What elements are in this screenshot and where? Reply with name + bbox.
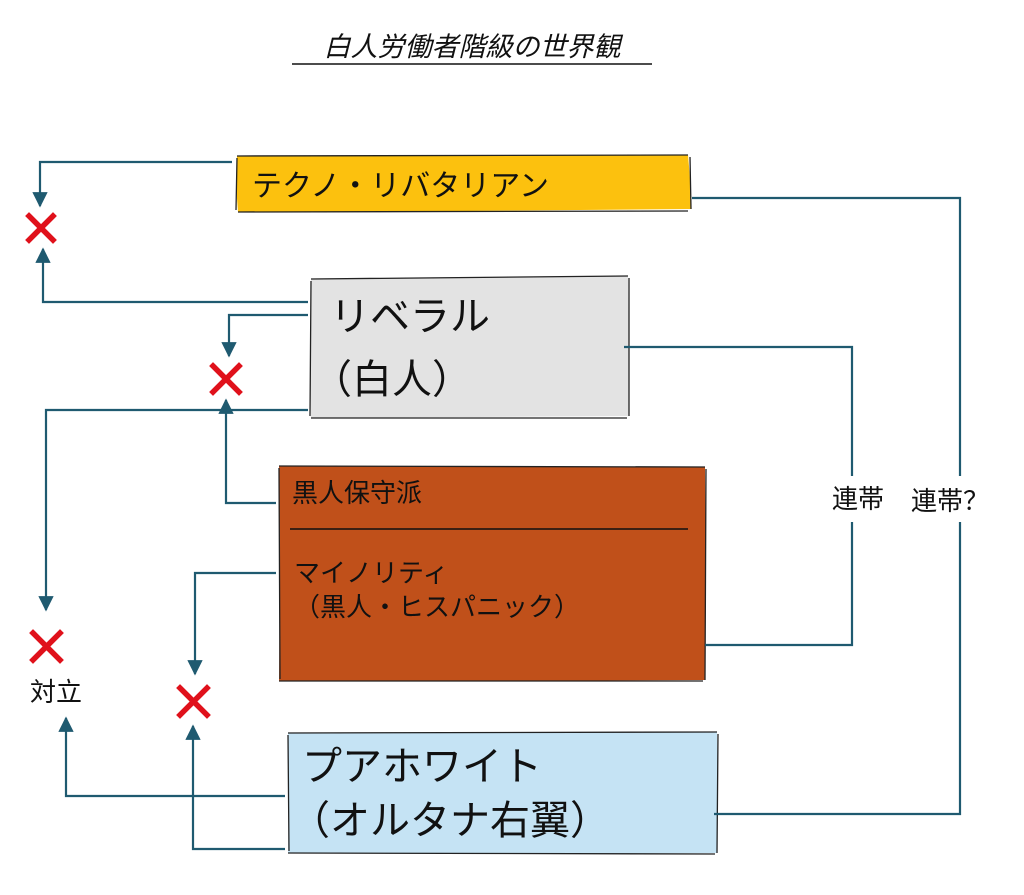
liberal-label-line2: （白人） (312, 357, 472, 403)
liberal-node: リベラル （白人） (309, 275, 630, 419)
connector-poorwhite-to-x3 (185, 724, 285, 851)
solidarity-question-label: 連帯？ (911, 487, 989, 517)
connector-liberal-solidarity (624, 345, 854, 476)
minority-label-line1: マイノリティ (294, 559, 448, 589)
diagram-title: 白人労働者階級の世界観 (324, 32, 624, 63)
techno-libertarian-outline (235, 154, 692, 213)
poor-white-node: プアホワイト （オルタナ右翼） (287, 731, 719, 855)
connector-techno-solidarity-question (692, 196, 962, 476)
minority-box (279, 466, 706, 681)
connector-minority-solidarity (705, 522, 854, 647)
connector-conservatives-to-x2 (218, 398, 276, 505)
minority-label-line2: （黒人・ヒスパニック） (294, 593, 580, 623)
connector-liberal-to-x2 (221, 313, 308, 358)
poor-white-label-line2: （オルタナ右翼） (290, 798, 610, 844)
black-conservatives-label: 黒人保守派 (292, 479, 422, 509)
connector-minority-to-x3 (187, 571, 276, 676)
minority-outline (278, 465, 707, 682)
liberal-label-line1: リベラル (330, 294, 490, 340)
poor-white-outline (287, 731, 719, 855)
confrontation-label: 対立 (30, 678, 82, 708)
x-mark-3-icon (176, 684, 211, 719)
x-mark-1-icon (25, 212, 57, 244)
minority-node: 黒人保守派 マイノリティ （黒人・ヒスパニック） (278, 465, 707, 682)
techno-libertarian-box (236, 155, 691, 212)
connector-poorwhite-solidarity-question (714, 522, 962, 816)
connector-liberal-to-confrontation (38, 408, 308, 612)
techno-libertarian-label: テクノ・リバタリアン (252, 169, 549, 204)
solidarity-label: 連帯 (832, 485, 884, 515)
x-mark-confrontation-icon (29, 629, 64, 664)
techno-libertarian-node: テクノ・リバタリアン (235, 154, 692, 213)
connector-liberal-to-x1 (35, 247, 308, 304)
poor-white-box (288, 732, 718, 854)
connector-poorwhite-to-confrontation (58, 716, 285, 798)
connector-techno-to-x1 (32, 160, 232, 208)
x-mark-2-icon (209, 362, 243, 396)
poor-white-label-line1: プアホワイト (302, 744, 542, 790)
liberal-box (310, 276, 629, 418)
